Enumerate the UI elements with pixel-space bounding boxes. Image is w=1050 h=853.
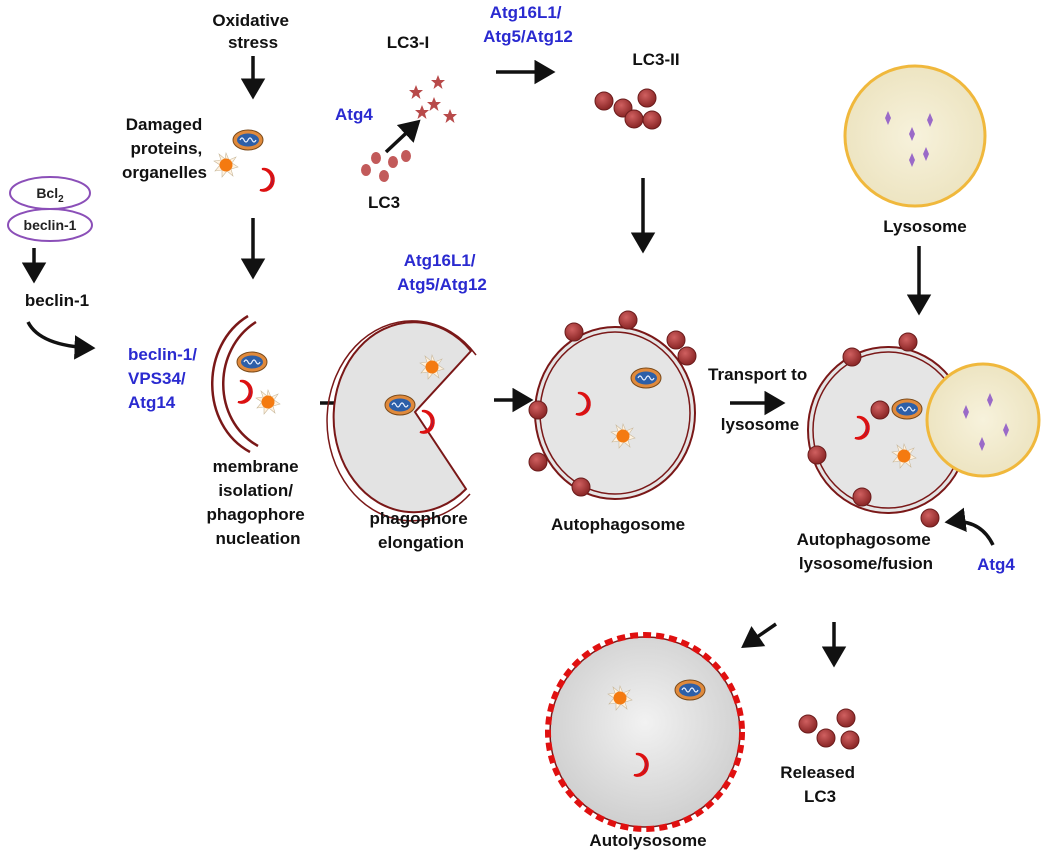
atg4-fusion-label: Atg4 [977,555,1015,574]
lc3-dot [401,150,411,162]
oxidative-stress-label: Oxidative stress [212,11,293,52]
mitochondrion-icon [630,367,662,389]
bcl2-label: Bcl2 [36,185,64,205]
autophagosome-label: Autophagosome [551,515,685,534]
lc3-ii-dot [528,400,548,420]
phagophore-elongation-shape [326,320,477,522]
lc3-ii-dot [920,508,940,528]
transport-label: Transport to lysosome [708,365,812,434]
beclin-free-label: beclin-1 [25,291,89,310]
lc3-label: LC3 [368,193,400,212]
lc3-dot [388,156,398,168]
phagophore-elongation-label: phagophore elongation [370,509,473,552]
organelle-crescent-icon [259,167,275,192]
mitochondrion-icon [232,129,264,151]
lc3-dot [816,728,836,748]
lc3-i-star [409,85,423,99]
lc3-ii-dot [624,109,644,129]
lc3-dot [361,164,371,176]
damaged-protein-icon [255,389,281,415]
lc3-dot [840,730,860,750]
mitochondrion-icon [236,351,268,373]
lc3-ii-dot [642,110,662,130]
mitochondrion-icon [891,398,923,420]
phagophore-isolation-membrane [211,314,281,454]
damaged-cargo-group [213,129,275,192]
arrow-lc3-to-lc3i [384,119,421,154]
arrow-beclin-curve [26,321,96,360]
released-lc3-label: Released LC3 [780,763,859,806]
degraded-mitochondrion-icon [674,679,706,701]
lc3-ii-dot [564,322,584,342]
fusion-label: Autophagosome lysosome/fusion [797,530,936,573]
lysosome-label: Lysosome [883,217,966,236]
nucleation-complex-label: beclin-1/ VPS34/ Atg14 [128,345,202,412]
mitochondrion-icon [384,394,416,416]
arrow-to-autolysosome [741,622,777,648]
membrane-isolation-label: membrane isolation/ phagophore nucleatio… [207,457,310,548]
lysosome-vesicle [843,64,987,208]
lc3-dot [798,714,818,734]
lc3-ii-dot [677,346,697,366]
lc3-ii-label: LC3-II [632,50,679,69]
organelle-crescent-icon [237,379,253,404]
lc3-ii-dot [637,88,657,108]
lc3-dot [371,152,381,164]
damaged-label: Damaged proteins, organelles [122,115,207,182]
lc3-ii-dot [666,330,686,350]
lc3-dot [379,170,389,182]
lc3-ii-cluster [594,88,662,130]
lc3-i-label: LC3-I [387,33,430,52]
lc3-ii-dot [594,91,614,111]
released-lc3-cluster [798,708,860,750]
atg16-top-label: Atg16L1/ Atg5/Atg12 [483,3,573,46]
beclin-complex-label: beclin-1 [24,217,77,233]
lc3-i-star [415,105,429,119]
lc3-i-star [431,75,445,89]
lc3-ii-dot [528,452,548,472]
lc3-ii-dot [618,310,638,330]
lc3-ii-dot [842,347,862,367]
lc3-i-star [443,109,457,123]
autolysosome-vesicle [545,632,745,832]
atg16-mid-label: Atg16L1/ Atg5/Atg12 [397,251,487,294]
lc3-dot [836,708,856,728]
arrow-atg4-curve [944,507,995,546]
autophagosome-lysosome-fusion [807,332,1041,528]
lc3-ii-dot [898,332,918,352]
lc3-ii-dot [571,477,591,497]
beclin-complex-ellipse [7,208,93,242]
lc3-i-stars [409,75,457,123]
atg4-top-label: Atg4 [335,105,373,124]
lc3-i-star [427,97,441,111]
autolysosome-label: Autolysosome [589,831,706,850]
damaged-protein-icon [213,152,239,178]
lc3-ii-dot [870,400,890,420]
lc3-dots [361,150,411,182]
lc3-ii-dot [807,445,827,465]
lc3-ii-dot [852,487,872,507]
autophagosome-vesicle [528,310,697,500]
